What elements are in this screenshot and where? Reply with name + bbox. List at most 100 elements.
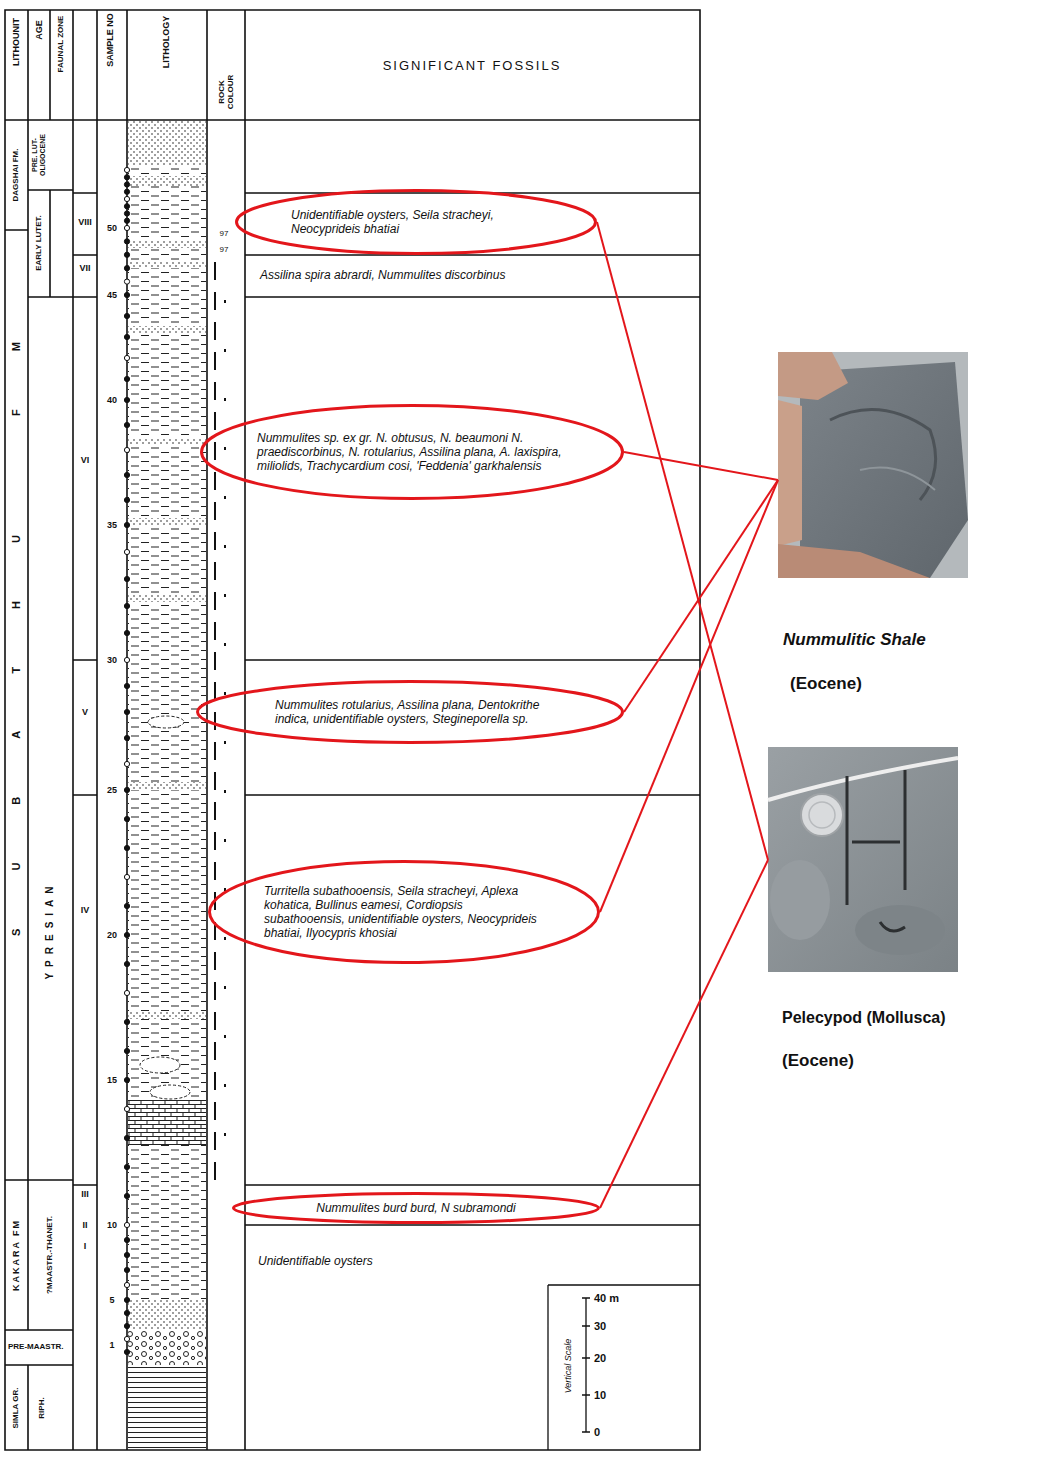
zone-number: III: [81, 1189, 89, 1199]
sample-point: [124, 874, 129, 879]
ellipse-outline: [202, 406, 623, 499]
photo-shale: [778, 352, 968, 578]
sand-band: [128, 518, 206, 525]
sample-point: [124, 1193, 129, 1198]
column-header: LITHOUNIT: [11, 18, 21, 66]
sample-point: [124, 211, 129, 216]
fossil-ellipse: Unidentifiable oysters, Seila stracheyi,…: [235, 189, 597, 255]
sample-point: [124, 189, 129, 194]
photo-caption: Nummulitic Shale: [778, 630, 926, 650]
sample-point: [124, 549, 129, 554]
zone-number: V: [82, 707, 88, 717]
sample-point: [124, 313, 129, 318]
sample-point: [124, 576, 129, 581]
photo-pelecypod: [768, 747, 958, 972]
band-ground: [128, 326, 206, 333]
finger: [778, 544, 930, 578]
age-name: EARLY LUTET.: [34, 215, 43, 271]
thumb: [778, 352, 848, 400]
shale-fill: [128, 1145, 206, 1300]
coin: [801, 794, 843, 836]
scale-value: 30: [594, 1320, 606, 1333]
fossil-list: Nummulites sp. ex gr. N. obtusus, N. bea…: [257, 431, 567, 473]
band-ground: [128, 1012, 206, 1019]
shell-outline: [847, 770, 905, 931]
fossil-list: Unidentifiable oysters: [258, 1255, 373, 1269]
fossil-ellipse: Nummulites burd burd, N subramondi: [232, 1192, 600, 1224]
sample-point: [124, 1310, 129, 1315]
photo-figure: Pelecypod (Mollusca)(Eocene): [768, 747, 960, 1072]
sample-number: 1: [109, 1340, 114, 1350]
column-frame: [5, 10, 700, 1450]
slate-fill: [128, 1365, 206, 1449]
sample-point: [124, 252, 129, 257]
coin: [809, 802, 835, 828]
sand-band: [128, 1012, 206, 1019]
colour-code: 97: [218, 245, 231, 254]
lithounit-name: DAGSHAI FM.: [11, 149, 20, 202]
sandstone-fill: [128, 121, 206, 165]
sample-point: [124, 1237, 129, 1242]
sand-band: [128, 782, 206, 790]
sample-number: 30: [107, 655, 117, 665]
sample-point: [124, 239, 129, 244]
sample-number: 10: [107, 1220, 117, 1230]
sample-point: [124, 447, 129, 452]
sample-number: 25: [107, 785, 117, 795]
band-ground: [128, 438, 206, 445]
sample-point: [124, 376, 129, 381]
zone-line: [73, 193, 700, 1225]
leader-line: [624, 452, 778, 480]
sample-point: [124, 761, 129, 766]
lithounit-name: SUBATHU FM: [10, 284, 23, 936]
sample-number: 20: [107, 930, 117, 940]
fossil-list: Nummulites burd burd, N subramondi: [316, 1201, 515, 1215]
sample-number: 5: [109, 1295, 114, 1305]
column-header: ROCK COLOUR: [217, 69, 235, 115]
sample-point: [124, 1349, 129, 1354]
lithology-fill: [128, 121, 206, 1449]
photo-caption: (Eocene): [768, 1051, 854, 1071]
band-ground: [128, 262, 206, 268]
sample-point: [124, 1336, 129, 1341]
leader-line: [624, 480, 778, 712]
leader-line: [600, 860, 768, 1208]
column-header: AGE: [34, 20, 44, 40]
sand-band: [128, 438, 206, 445]
photo-area: [768, 747, 960, 972]
lens: [150, 1085, 190, 1099]
scale-value: 40 m: [594, 1292, 619, 1305]
shale-fill: [128, 165, 206, 1100]
sample-point: [124, 225, 129, 230]
scale-value: 10: [594, 1389, 606, 1402]
sample-point: [124, 683, 129, 688]
sand-band: [128, 594, 206, 602]
scale-value: 20: [594, 1352, 606, 1365]
sample-point: [124, 196, 129, 201]
sample-number: 15: [107, 1075, 117, 1085]
fossil-ellipse: Turritella subathooensis, Seila strachey…: [208, 860, 600, 964]
sample-point: [124, 603, 129, 608]
sample-point: [124, 990, 129, 995]
zone-number: IV: [81, 905, 90, 915]
sample-point: [124, 657, 129, 662]
column-header: SAMPLE NO: [105, 13, 115, 67]
photo-caption: (Eocene): [778, 674, 862, 694]
photo-ground: [768, 747, 958, 972]
age-name: PRE. LUT- OLIGOCENE: [31, 130, 47, 180]
sample-point: [124, 735, 129, 740]
fossil-ellipse: Nummulites rotularius, Assilina plana, D…: [196, 680, 624, 744]
rock-crack: [830, 410, 936, 500]
ellipse-outline: [237, 191, 596, 254]
band-ground: [128, 176, 206, 186]
band-ground: [128, 518, 206, 525]
leader-line: [600, 480, 778, 912]
calcite-vein: [768, 758, 958, 800]
zone-number: VI: [81, 455, 90, 465]
sample-number: 40: [107, 395, 117, 405]
ellipse-outline: [234, 1193, 599, 1222]
sample-number: 35: [107, 520, 117, 530]
sample-point: [124, 816, 129, 821]
limestone-fill: [128, 1100, 206, 1145]
